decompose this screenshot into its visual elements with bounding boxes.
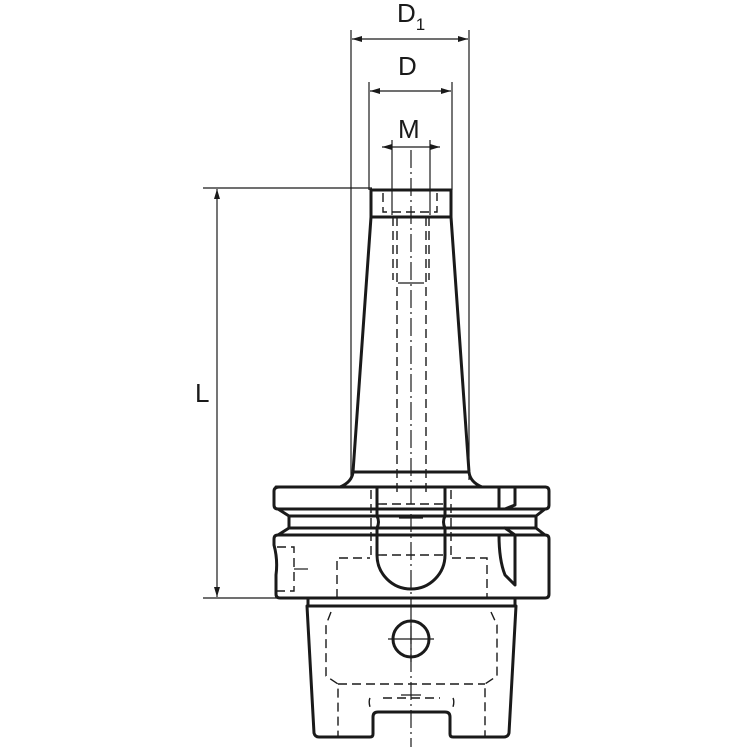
flange-groove [276,507,547,537]
hsk-body [305,604,518,739]
l-label: L [195,378,209,408]
flange [272,485,551,600]
hsk-shank [305,596,518,739]
dimension-l: L [195,187,372,599]
slot-hidden [368,697,455,711]
d-label: D [398,51,417,81]
shank-right-profile [449,215,547,489]
drive-slot [497,485,517,587]
d1-label: D1 [397,0,425,34]
m-label: M [398,114,420,144]
dimension-m: M [382,114,440,215]
central-pocket [375,485,447,591]
hsk-inner-hidden [325,611,498,737]
cavity-hidden [336,557,488,598]
thread-hidden [382,193,438,213]
dimension-d: D [368,51,453,190]
side-hole-hidden [277,546,295,592]
flange-body [272,533,551,600]
dimension-d1: D1 [350,0,470,480]
shank-left-profile [274,215,373,489]
shank-end-collar [369,188,453,219]
